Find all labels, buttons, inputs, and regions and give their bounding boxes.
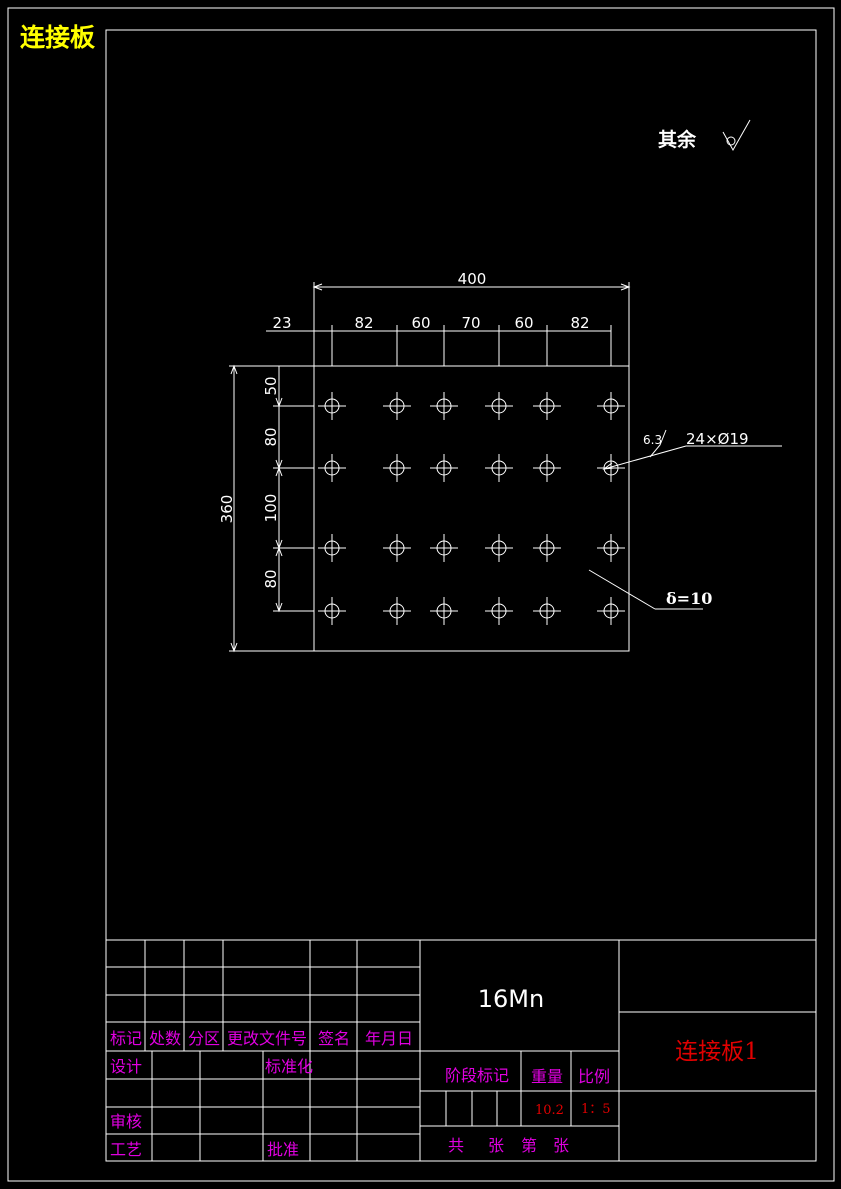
role-design: 设计 <box>110 1057 142 1076</box>
bolt-hole <box>485 597 513 625</box>
thickness-note: δ=10 <box>666 589 712 608</box>
bolt-hole <box>485 392 513 420</box>
bolt-hole <box>318 534 346 562</box>
hole-callout-leader <box>602 429 782 470</box>
dim-v-2: 80 <box>262 427 280 446</box>
dim-h-4: 70 <box>461 314 480 332</box>
material-label: 16Mn <box>478 985 544 1013</box>
dim-h-5: 60 <box>514 314 533 332</box>
plate-outline <box>313 365 630 652</box>
bolt-hole <box>383 454 411 482</box>
sheet-total-label: 共 <box>448 1136 464 1155</box>
weight-value: 10.2 <box>535 1103 564 1118</box>
sheet-unit2-label: 张 <box>553 1136 569 1155</box>
role-approve: 批准 <box>267 1140 299 1159</box>
thickness-leader <box>588 569 703 610</box>
dim-v-4: 80 <box>262 569 280 588</box>
bolt-hole <box>597 392 625 420</box>
bolt-hole <box>533 454 561 482</box>
bolt-hole <box>318 454 346 482</box>
header-count: 处数 <box>149 1029 181 1048</box>
role-standardize: 标准化 <box>265 1057 313 1076</box>
height-dimension <box>229 364 314 653</box>
inner-border <box>105 29 817 1162</box>
dim-h-6: 82 <box>570 314 589 332</box>
bolt-hole <box>533 597 561 625</box>
bolt-hole <box>533 534 561 562</box>
header-mark: 标记 <box>110 1029 142 1048</box>
dim-v-3: 100 <box>262 494 280 523</box>
bolt-hole <box>533 392 561 420</box>
bolt-hole <box>430 597 458 625</box>
sheet-unit-label: 张 <box>488 1136 504 1155</box>
part-name: 连接板1 <box>675 1039 759 1065</box>
header-date: 年月日 <box>365 1029 413 1048</box>
roughness-symbol-icon <box>722 119 751 152</box>
hole-callout: 24×Ø19 <box>686 430 749 448</box>
dim-v-1: 50 <box>262 376 280 395</box>
weight-label: 重量 <box>531 1067 563 1086</box>
hole-spacing-dimension <box>266 325 612 366</box>
drawing-title: 连接板 <box>20 23 95 52</box>
scale-value: 1：5 <box>581 1102 611 1117</box>
bolt-hole <box>430 392 458 420</box>
bolt-hole <box>383 392 411 420</box>
bolt-hole <box>485 454 513 482</box>
dim-h-3: 60 <box>411 314 430 332</box>
bolt-hole <box>597 534 625 562</box>
outer-border <box>7 7 835 1182</box>
bolt-hole <box>383 597 411 625</box>
bolt-hole <box>318 597 346 625</box>
hole-roughness: 6.3 <box>643 433 662 447</box>
bolt-hole <box>430 534 458 562</box>
scale-label: 比例 <box>578 1067 610 1086</box>
sheet-number-label: 第 <box>521 1136 537 1155</box>
height-label: 360 <box>218 495 236 524</box>
header-change-doc: 更改文件号 <box>227 1029 307 1048</box>
bolt-hole <box>597 597 625 625</box>
dim-h-1: 23 <box>272 314 291 332</box>
dim-h-2: 82 <box>354 314 373 332</box>
stage-mark-label: 阶段标记 <box>445 1066 509 1085</box>
role-process: 工艺 <box>110 1140 142 1159</box>
row-spacing-dimension <box>273 366 314 613</box>
bolt-hole <box>318 392 346 420</box>
header-zone: 分区 <box>188 1029 220 1048</box>
bolt-hole <box>383 534 411 562</box>
header-signature: 签名 <box>318 1029 350 1048</box>
title-block <box>106 939 816 1161</box>
hole-grid <box>318 392 625 625</box>
width-dimension <box>312 282 631 366</box>
roughness-note: 其余 <box>658 128 697 151</box>
bolt-hole <box>430 454 458 482</box>
bolt-hole <box>485 534 513 562</box>
role-review: 审核 <box>110 1112 142 1131</box>
width-label: 400 <box>458 270 487 288</box>
